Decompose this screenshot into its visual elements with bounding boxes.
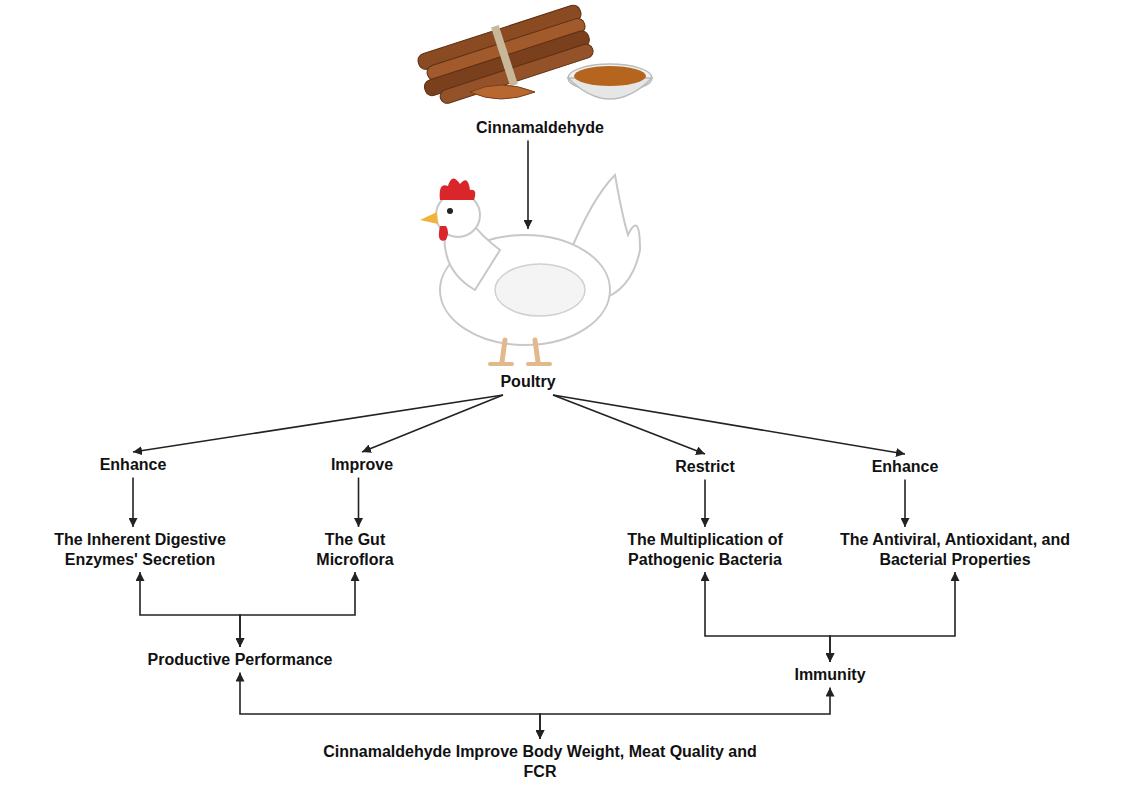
connector-arrow — [553, 395, 705, 454]
animal-node: Poultry — [463, 232, 593, 392]
node-text: Productive Performance — [120, 650, 360, 670]
connector-arrow — [132, 478, 134, 527]
node-text: The Inherent Digestive Enzymes' Secretio… — [20, 530, 260, 569]
node-text: Immunity — [760, 665, 900, 685]
effect-text: The Gut Microflora — [295, 530, 415, 569]
node-text: Enhance — [73, 455, 193, 475]
connector-arrow — [830, 572, 955, 662]
cinnamon-sticks — [413, 0, 596, 112]
connector-arrow — [358, 478, 360, 527]
chicken-eye — [447, 208, 453, 214]
chicken-wattle — [439, 226, 448, 241]
node-text: Improve — [302, 455, 422, 475]
connector-arrow — [704, 480, 706, 527]
string-tie — [491, 25, 518, 86]
effect-text: The Antiviral, Antioxidant, and Bacteria… — [820, 530, 1090, 569]
node-text: The Antiviral, Antioxidant, and Bacteria… — [820, 530, 1090, 569]
node-text: The Gut Microflora — [295, 530, 415, 569]
outcome-text: Productive Performance — [120, 650, 360, 670]
connector-arrow — [705, 572, 830, 662]
chicken-feet — [490, 362, 550, 366]
cinnamon-powder — [574, 66, 646, 86]
chicken-beak — [420, 212, 438, 224]
connector-arrow — [540, 688, 830, 739]
result-text: Cinnamaldehyde Improve Body Weight, Meat… — [320, 742, 760, 781]
action-verb: Enhance — [73, 455, 193, 475]
action-verb: Improve — [302, 455, 422, 475]
node-text: Cinnamaldehyde — [440, 118, 640, 138]
connector-arrow — [133, 395, 503, 452]
action-verb: Enhance — [845, 457, 965, 477]
node-text: Enhance — [845, 457, 965, 477]
connector-arrow — [362, 395, 503, 452]
action-verb: Restrict — [645, 457, 765, 477]
node-text: Cinnamaldehyde Improve Body Weight, Meat… — [320, 742, 760, 781]
cinnamon-illustration — [413, 0, 652, 112]
node-text: Poultry — [463, 372, 593, 392]
connector-arrow — [140, 572, 240, 647]
chicken-legs — [502, 340, 538, 362]
outcome-text: Immunity — [760, 665, 900, 685]
node-text: Restrict — [645, 457, 765, 477]
connector-arrow — [240, 572, 355, 647]
effect-text: The Inherent Digestive Enzymes' Secretio… — [20, 530, 260, 569]
connector-arrow — [240, 673, 540, 739]
connector-arrow — [527, 141, 529, 229]
chicken-comb — [440, 178, 476, 200]
effect-text: The Multiplication of Pathogenic Bacteri… — [595, 530, 815, 569]
connector-arrow — [553, 395, 905, 454]
chicken-illustration — [420, 175, 640, 364]
node-text: The Multiplication of Pathogenic Bacteri… — [595, 530, 815, 569]
connector-arrow — [904, 480, 906, 527]
compound-label: Cinnamaldehyde — [440, 118, 640, 138]
cinnamon-powder-spoon — [470, 85, 535, 99]
chicken-wing — [495, 264, 585, 316]
